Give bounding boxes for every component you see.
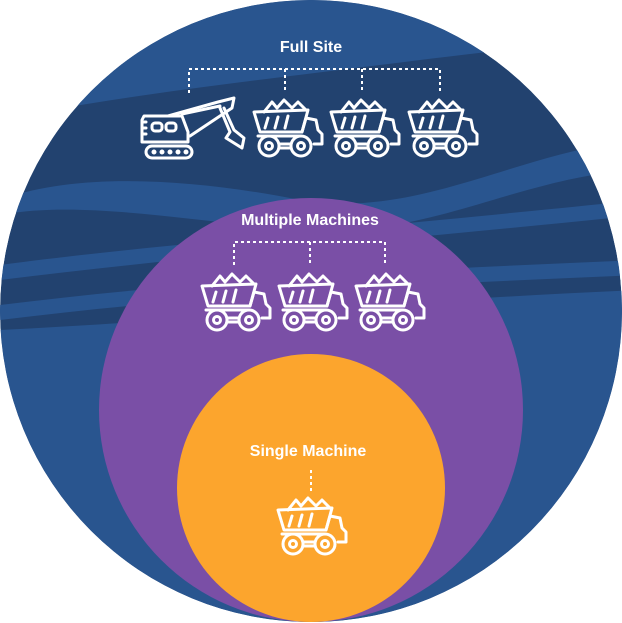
single-machine-label: Single Machine bbox=[249, 443, 367, 460]
multiple-machines-label: Multiple Machines bbox=[241, 212, 379, 229]
full-site-label: Full Site bbox=[279, 39, 343, 56]
wave-band bbox=[0, 140, 622, 231]
full-site-connectors bbox=[188, 68, 441, 93]
multiple-machines-connectors bbox=[233, 241, 386, 265]
